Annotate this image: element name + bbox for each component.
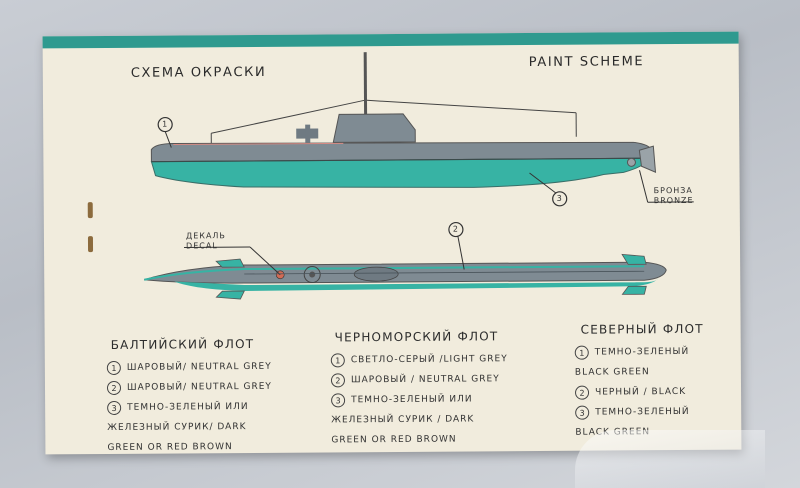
legend-text: GREEN OR RED BROWN [107,442,233,453]
callout-2-top: 2 [452,224,460,234]
fleet-baltic-heading: БАЛТИЙСКИЙ ФЛОТ [110,336,255,352]
legend-row: 3 ТЕМНО-ЗЕЛЕНЫЙ ИЛИ [107,397,272,418]
fleet-blacksea-legend: 1 СВЕТЛО-СЕРЫЙ /LIGHT GREY 2 ШАРОВЫЙ / NEU… [330,349,509,450]
callout-1-side: 1 [162,119,169,129]
legend-row: 2 ЧЕРНЫЙ / BLACK [575,382,690,403]
number-badge: 1 [106,360,121,375]
legend-row: ЖЕЛЕЗНЫЙ СУРИК/ DARK [107,417,272,438]
number-badge: 2 [106,380,122,395]
legend-row: 3 ТЕМНО-ЗЕЛЕНЫЙ ИЛИ [331,389,508,410]
number-badge: 3 [107,400,122,415]
legend-row: 2 ШАРОВЫЙ / NEUTRAL GREY [330,369,508,390]
number-badge: 2 [330,373,346,388]
legend-text: СВЕТЛО-СЕРЫЙ /LIGHT GREY [350,354,508,366]
decal-label-en: DECAL [185,241,218,251]
legend-text: ЖЕЛЕЗНЫЙ СУРИК/ DARK [107,422,247,433]
number-badge: 1 [330,353,345,368]
legend-text: ЖЕЛЕЗНЫЙ СУРИК / DARK [331,414,475,426]
fleet-northern-heading: СЕВЕРНЫЙ ФЛОТ [580,321,704,337]
legend-row: 1 ТЕМНО-ЗЕЛЕНЫЙ [574,342,690,363]
legend-text: ТЕМНО-ЗЕЛЕНЫЙ [594,346,690,358]
number-badge: 3 [575,405,590,420]
fleet-blacksea-heading: ЧЕРНОМОРСКИЙ ФЛОТ [334,329,499,345]
legend-text: ШАРОВЫЙ / NEUTRAL GREY [350,374,500,386]
number-badge: 2 [575,385,590,400]
instruction-card: СХЕМА ОКРАСКИ PAINT SCHEME [42,31,742,458]
callout-3-side: 3 [556,193,563,203]
legend-row: 3 ТЕМНО-ЗЕЛЕНЫЙ [575,402,690,423]
legend-text: ШАРОВЫЙ/ NEUTRAL GREY [126,381,272,393]
legend-row: GREEN OR RED BROWN [107,437,272,458]
legend-text: BLACK GREEN [574,367,650,378]
legend-text: ТЕМНО-ЗЕЛЕНЫЙ [595,406,690,418]
legend-text: ШАРОВЫЙ/ NEUTRAL GREY [126,361,272,373]
submarine-illustrations [144,52,694,300]
decal-label-ru: ДЕКАЛЬ [185,231,226,241]
bronze-label-en: BRONZE [653,195,694,206]
legend-text: GREEN OR RED BROWN [331,434,457,446]
number-badge: 3 [331,393,346,408]
bronze-label-ru: БРОНЗА [653,185,693,196]
legend-row: GREEN OR RED BROWN [331,429,508,450]
legend-row: 1 ШАРОВЫЙ/ NEUTRAL GREY [106,357,272,378]
legend-text: ТЕМНО-ЗЕЛЕНЫЙ ИЛИ [127,402,249,413]
legend-row: ЖЕЛЕЗНЫЙ СУРИК / DARK [331,409,508,430]
legend-text: ТЕМНО-ЗЕЛЕНЫЙ ИЛИ [351,394,473,406]
submarine-side-view [150,52,694,207]
legend-row: 1 СВЕТЛО-СЕРЫЙ /LIGHT GREY [330,349,508,370]
legend-text: ЧЕРНЫЙ / BLACK [595,386,687,398]
plastic-bag-corner [575,430,765,488]
legend-row: 2 ШАРОВЫЙ/ NEUTRAL GREY [106,377,272,398]
legend-row: BLACK GREEN [575,362,690,383]
number-badge: 1 [574,345,589,360]
submarine-top-view [144,221,667,300]
